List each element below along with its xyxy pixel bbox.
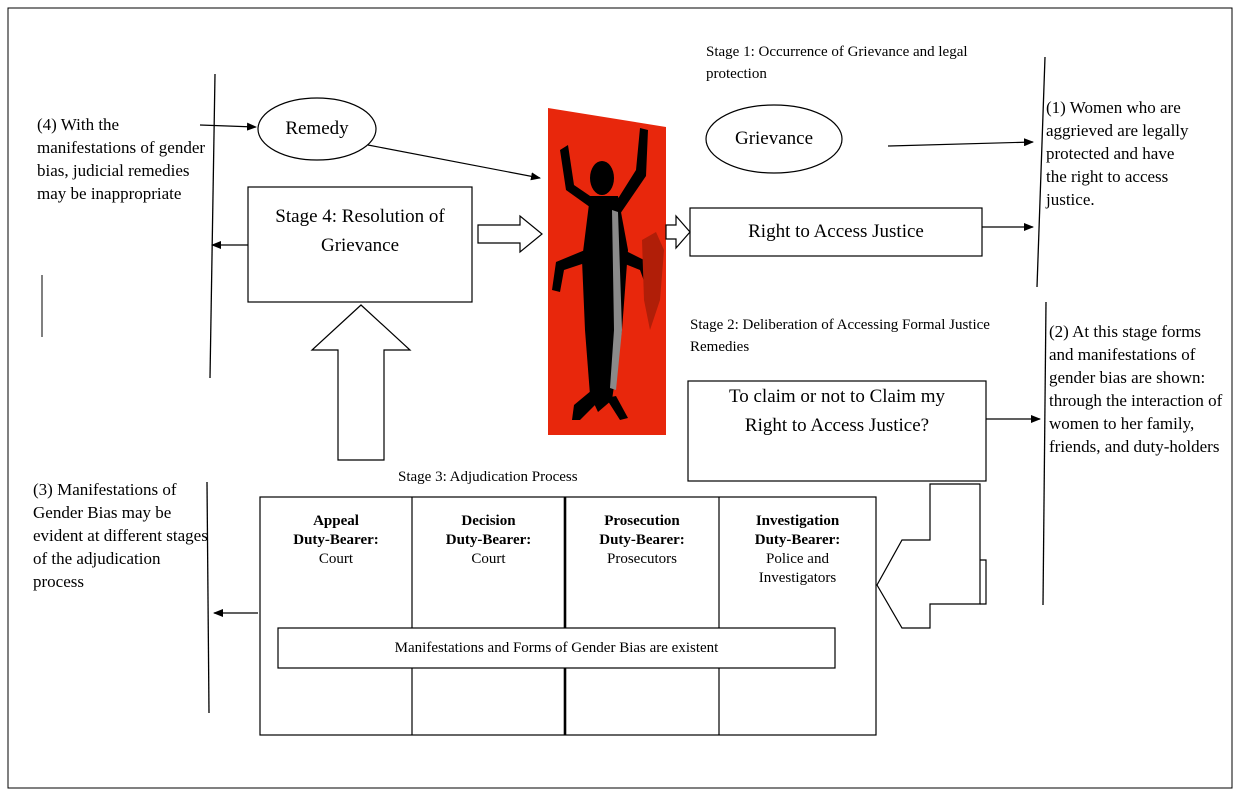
block-arrow-shadow bbox=[980, 559, 987, 605]
divider-left-bottom bbox=[206, 481, 210, 714]
stage1-caption: Stage 1: Occurrence of Grievance and leg… bbox=[706, 44, 968, 82]
column-decision: Decision Duty-Bearer: Court bbox=[414, 512, 563, 569]
bias-bar-label: Manifestations and Forms of Gender Bias … bbox=[394, 640, 719, 656]
divider-left-top bbox=[209, 73, 216, 379]
block-arrow-up-to-stage4 bbox=[310, 304, 412, 461]
divider-right-top bbox=[1036, 56, 1046, 288]
note4-text: (4) With the manifestations of gender bi… bbox=[37, 115, 206, 203]
adjudication-table bbox=[259, 496, 877, 736]
column-appeal-subtitle: Duty-Bearer: bbox=[293, 532, 379, 548]
stage2-caption: Stage 2: Deliberation of Accessing Forma… bbox=[690, 317, 990, 355]
column-decision-subtitle: Duty-Bearer: bbox=[445, 532, 532, 548]
right-to-access-box bbox=[689, 207, 983, 257]
silhouette-figure-arms-raised-icon bbox=[548, 108, 666, 435]
remedy-label: Remedy bbox=[285, 118, 349, 139]
note2-text: (2) At this stage forms and manifestatio… bbox=[1049, 322, 1223, 456]
note1-text: (1) Women who are aggrieved are legally … bbox=[1046, 98, 1189, 209]
column-prosecution: Prosecution Duty-Bearer: Prosecutors bbox=[567, 512, 717, 569]
column-decision-title: Decision bbox=[461, 513, 516, 529]
stage3-caption: Stage 3: Adjudication Process bbox=[398, 469, 578, 485]
bias-bar bbox=[277, 627, 836, 669]
column-appeal-title: Appeal bbox=[313, 513, 359, 529]
stage4-title: Stage 4: Resolution of Grievance bbox=[275, 206, 445, 256]
divider-right-middle bbox=[1042, 301, 1047, 606]
column-prosecution-who: Prosecutors bbox=[607, 551, 677, 567]
arrow-remedy-to-figure bbox=[367, 144, 541, 181]
arrow-grievance-to-note1 bbox=[887, 138, 1034, 147]
column-decision-who: Court bbox=[471, 551, 506, 567]
block-arrow-stage4-to-figure bbox=[477, 214, 543, 254]
column-investigation: Investigation Duty-Bearer: Police and In… bbox=[721, 512, 874, 588]
column-investigation-title: Investigation bbox=[755, 513, 840, 529]
arrow-note4-to-remedy bbox=[199, 122, 257, 131]
right-to-access-label: Right to Access Justice bbox=[748, 221, 924, 242]
grievance-ellipse bbox=[705, 104, 843, 174]
question-box bbox=[687, 380, 987, 482]
note3-text: (3) Manifestations of Gender Bias may be… bbox=[33, 480, 208, 591]
grievance-label: Grievance bbox=[734, 128, 814, 149]
remedy-ellipse bbox=[257, 97, 377, 161]
column-appeal: Appeal Duty-Bearer: Court bbox=[262, 512, 410, 569]
block-arrow-question-to-table bbox=[876, 483, 981, 629]
question-text: To claim or not to Claim my Right to Acc… bbox=[728, 386, 946, 436]
column-prosecution-subtitle: Duty-Bearer: bbox=[599, 532, 685, 548]
outer-frame bbox=[7, 7, 1233, 789]
column-prosecution-title: Prosecution bbox=[604, 513, 680, 529]
column-investigation-subtitle: Duty-Bearer: bbox=[754, 532, 841, 548]
block-arrow-figure-to-access bbox=[665, 214, 691, 250]
stage4-box bbox=[247, 186, 473, 303]
column-appeal-who: Court bbox=[318, 551, 354, 567]
column-investigation-who: Police and Investigators bbox=[758, 551, 837, 586]
